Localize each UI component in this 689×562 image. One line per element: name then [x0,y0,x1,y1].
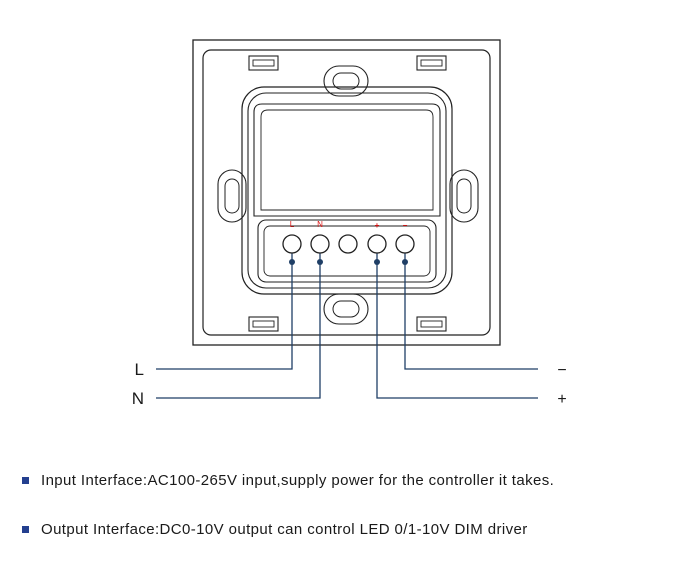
bullet-square-icon [22,526,29,533]
screw-hole-bottom [323,293,369,325]
corner-slot-top-right [416,55,447,71]
terminal-3 [338,234,358,254]
inner-plate [202,49,491,336]
note-output-interface: Output Interface:DC0-10V output can cont… [22,521,528,538]
corner-slot-bottom-left [248,316,279,332]
wire-label: N [132,389,144,408]
bullet-square-icon [22,477,29,484]
terminal-label: L [290,220,295,229]
module-body [241,86,453,295]
terminal-label: N [317,220,323,229]
wire-label: L [135,360,144,379]
terminal-4 [367,234,387,254]
note-text: Input Interface:AC100-265V input,supply … [41,472,555,489]
note-text: Output Interface:DC0-10V output can cont… [41,521,528,538]
terminal-label: + [375,221,380,230]
screw-hole-right [449,169,479,223]
corner-slot-top-left [248,55,279,71]
screw-hole-top [323,65,369,97]
terminal-5 [395,234,415,254]
corner-slot-bottom-right [416,316,447,332]
terminal-label: − [403,221,408,230]
wire-label: + [557,391,566,408]
terminal-1 [282,234,302,254]
wire-left-1 [156,262,293,370]
note-input-interface: Input Interface:AC100-265V input,supply … [22,472,554,489]
wire-right-1 [404,262,538,370]
terminal-2 [310,234,330,254]
wire-right-2 [376,262,538,399]
outer-plate [192,39,501,346]
screw-hole-left [217,169,247,223]
wire-label: − [557,362,566,379]
wire-left-2 [156,262,321,399]
